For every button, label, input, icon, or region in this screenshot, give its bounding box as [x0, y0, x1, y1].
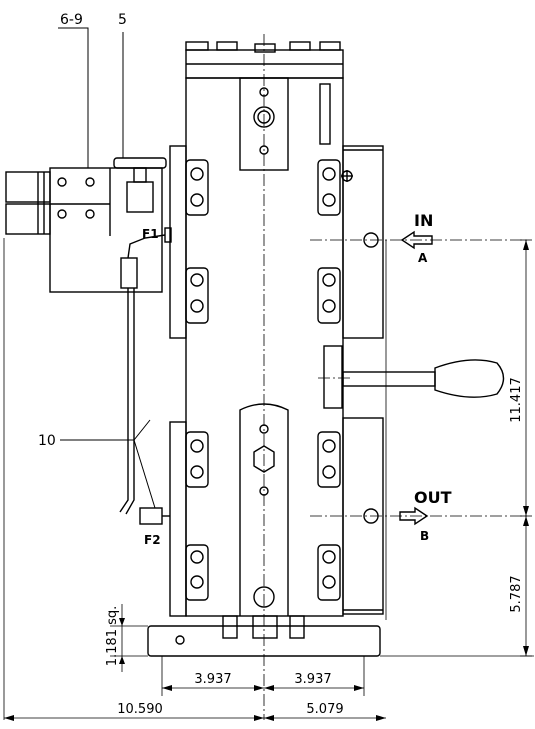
handwheel — [113, 157, 167, 169]
solenoid-lower — [5, 203, 51, 235]
fitting-f1 — [164, 227, 172, 243]
dim-height-upper: 11.417 — [509, 377, 524, 423]
port-in-sub: A — [418, 251, 428, 265]
valve-5-body — [126, 181, 154, 213]
callout-6-9: 6-9 — [60, 12, 83, 28]
solenoid-upper — [5, 171, 51, 203]
handle-shaft — [342, 371, 436, 387]
dim-half-right: 3.937 — [294, 672, 331, 687]
fitting-f1-label: F1 — [142, 227, 159, 241]
fitting-f2-label: F2 — [144, 533, 161, 547]
port-out-sub: B — [420, 529, 429, 543]
fitting-f2 — [139, 507, 163, 525]
dim-height-lower: 5.787 — [509, 575, 524, 612]
handle-mount — [323, 345, 343, 409]
handle-grip — [434, 359, 505, 398]
port-out-label: OUT — [414, 488, 452, 507]
valve-body — [185, 77, 344, 617]
callout-5: 5 — [118, 12, 127, 28]
bolt-group-lower — [185, 431, 341, 601]
dim-half-left: 3.937 — [194, 672, 231, 687]
dim-base-square: 1.181 sq. — [105, 606, 120, 667]
bolt-group-upper — [185, 159, 341, 324]
port-in-label: IN — [414, 211, 433, 230]
dim-overall-left: 10.590 — [117, 702, 163, 717]
dim-overall-right: 5.079 — [306, 702, 343, 717]
callout-10: 10 — [38, 433, 56, 449]
